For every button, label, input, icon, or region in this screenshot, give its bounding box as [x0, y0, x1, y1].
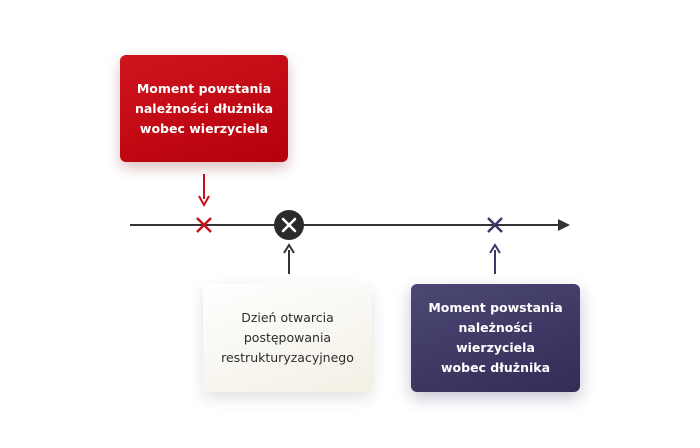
debtor-claim-label: Moment powstania należności wierzyciela … — [428, 300, 563, 375]
red-arrow-down — [198, 174, 210, 208]
restructuring-opening-label: Dzień otwarcia postępowania restrukturyz… — [221, 310, 354, 365]
debtor-claim-box: Moment powstania należności wierzyciela … — [411, 284, 580, 392]
dark-arrow-up — [283, 243, 295, 274]
creditor-claim-box: Moment powstania należności dłużnika wob… — [120, 55, 288, 162]
restructuring-opening-box: Dzień otwarcia postępowania restrukturyz… — [203, 284, 372, 392]
circle-x-icon — [274, 210, 304, 240]
purple-x-icon — [487, 217, 503, 233]
red-x-icon — [196, 217, 212, 233]
timeline-arrowhead — [558, 219, 570, 231]
creditor-claim-label: Moment powstania należności dłużnika wob… — [134, 80, 274, 136]
purple-arrow-up — [489, 243, 501, 274]
